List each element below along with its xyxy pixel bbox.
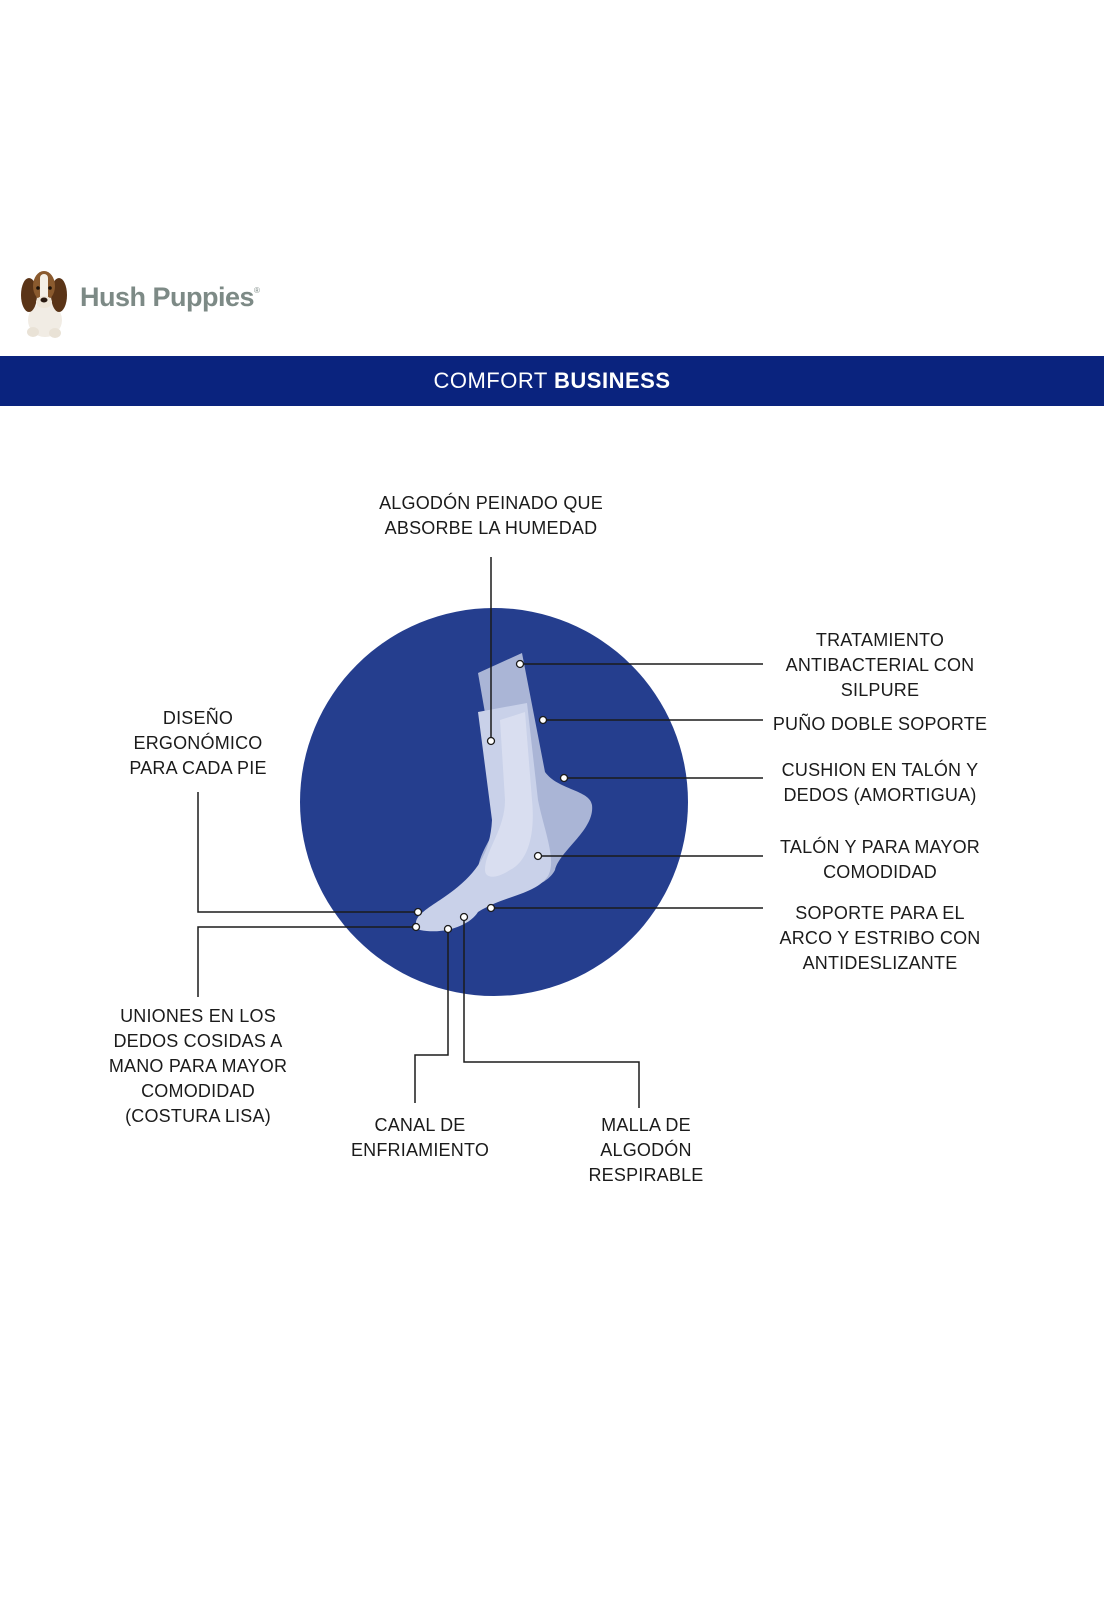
- banner-light-text: COMFORT: [433, 368, 548, 393]
- banner-bold-text: BUSINESS: [554, 368, 671, 393]
- callout-cooling-channel: CANAL DE ENFRIAMIENTO: [350, 1115, 490, 1160]
- product-banner: COMFORT BUSINESS: [0, 356, 1104, 406]
- point-marker: [533, 851, 543, 861]
- basset-hound-icon: [21, 271, 67, 338]
- callout-cushion: CUSHION EN TALÓN Y DEDOS (AMORTIGUA): [781, 760, 979, 805]
- callout-arch-support: SOPORTE PARA EL ARCO Y ESTRIBO CON ANTID…: [779, 903, 981, 973]
- point-marker: [515, 659, 525, 669]
- callout-cotton-mesh: MALLA DE ALGODÓN RESPIRABLE: [588, 1115, 704, 1185]
- brand-name: Hush Puppies®: [80, 282, 260, 312]
- callout-toe-seams: UNIONES EN LOS DEDOS COSIDAS A MANO PARA…: [108, 1006, 288, 1126]
- callout-heel: TALÓN Y PARA MAYOR COMODIDAD: [780, 837, 980, 882]
- point-marker: [559, 773, 569, 783]
- point-marker: [538, 715, 548, 725]
- point-marker: [411, 922, 421, 932]
- point-marker: [486, 736, 496, 746]
- point-marker: [486, 903, 496, 913]
- callout-combed-cotton: ALGODÓN PEINADO QUE ABSORBE LA HUMEDAD: [379, 493, 603, 538]
- front-sock-highlight: [485, 712, 533, 877]
- point-marker: [443, 924, 453, 934]
- callout-antibacterial: TRATAMIENTO ANTIBACTERIAL CON SILPURE: [785, 630, 975, 700]
- callout-double-cuff: PUÑO DOBLE SOPORTE: [772, 714, 988, 734]
- point-marker: [459, 912, 469, 922]
- leader-line-ergonomic: [197, 792, 418, 913]
- brand-logo: Hush Puppies®: [18, 262, 288, 342]
- leader-line-mesh: [463, 917, 640, 1108]
- leader-line-cooling: [414, 929, 449, 1103]
- leader-line-toe-seams: [197, 926, 416, 997]
- callout-ergonomic: DISEÑO ERGONÓMICO PARA CADA PIE: [129, 708, 267, 778]
- point-marker: [413, 907, 423, 917]
